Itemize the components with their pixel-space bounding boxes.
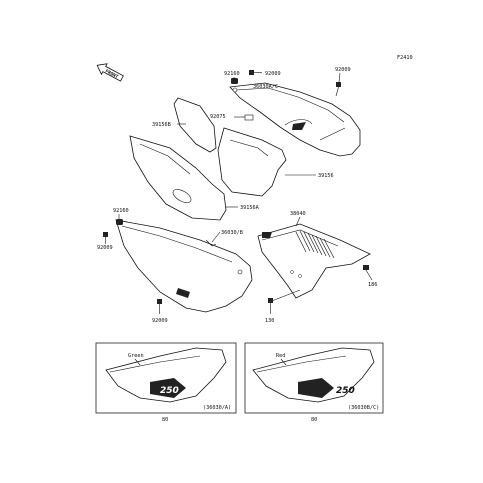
bolt-92009-top-mid-icon xyxy=(249,70,262,75)
label-38040: 38040 xyxy=(290,211,306,217)
label-39156b: 39156B xyxy=(152,122,171,128)
variant-box-red: 250 Red (36030B/C) 80 xyxy=(244,342,384,423)
sticker-39156a xyxy=(129,135,227,221)
decal-text-red: 250 xyxy=(336,386,355,396)
label-92009-top-right: 92009 xyxy=(335,67,351,73)
clamp-186 xyxy=(363,265,373,281)
label-36030b: 36030/B xyxy=(221,230,243,236)
label-130: 130 xyxy=(265,318,274,324)
variant-red-part: (36030B/C) xyxy=(348,405,379,411)
bolt-92009-bottom-icon xyxy=(157,299,162,314)
label-92009-top-mid: 92009 xyxy=(265,71,281,77)
variant-red-color: Red xyxy=(276,353,285,359)
label-92009-left: 92009 xyxy=(97,245,113,251)
variant-green-code: 80 xyxy=(162,417,168,423)
diagram-code: F2410 xyxy=(397,55,413,61)
label-92160-left: 92160 xyxy=(113,208,129,214)
decal-text-green: 250 xyxy=(160,386,179,396)
variant-green-color: Green xyxy=(128,353,144,359)
air-duct-38040 xyxy=(257,223,371,299)
label-39156: 39156 xyxy=(318,173,334,179)
bolt-92009-left-icon xyxy=(103,232,108,244)
variant-box-green: 250 Green (36030/A) 80 xyxy=(95,342,237,423)
label-186: 186 xyxy=(368,282,377,288)
front-arrow-icon: FRONT xyxy=(96,63,124,82)
left-side-cover xyxy=(115,219,253,313)
label-92075: 92075 xyxy=(210,114,226,120)
label-39156a: 39156A xyxy=(240,205,260,211)
right-side-cover xyxy=(229,82,361,157)
sticker-39156b xyxy=(173,97,217,153)
bolt-130-icon xyxy=(268,289,301,314)
bolt-92009-top-right-icon xyxy=(335,82,341,97)
variant-green-part: (36030/A) xyxy=(203,405,231,411)
label-92009-bottom: 92009 xyxy=(152,318,168,324)
grommet-92160-left xyxy=(116,219,123,225)
label-92160-top: 92160 xyxy=(224,71,240,77)
sticker-39156 xyxy=(217,127,287,197)
variant-red-code: 80 xyxy=(311,417,317,423)
front-label: FRONT xyxy=(104,68,119,80)
part-92075 xyxy=(244,114,254,121)
grommet-92160-top xyxy=(231,78,238,84)
label-36030ac: 36030A/C xyxy=(253,84,278,90)
